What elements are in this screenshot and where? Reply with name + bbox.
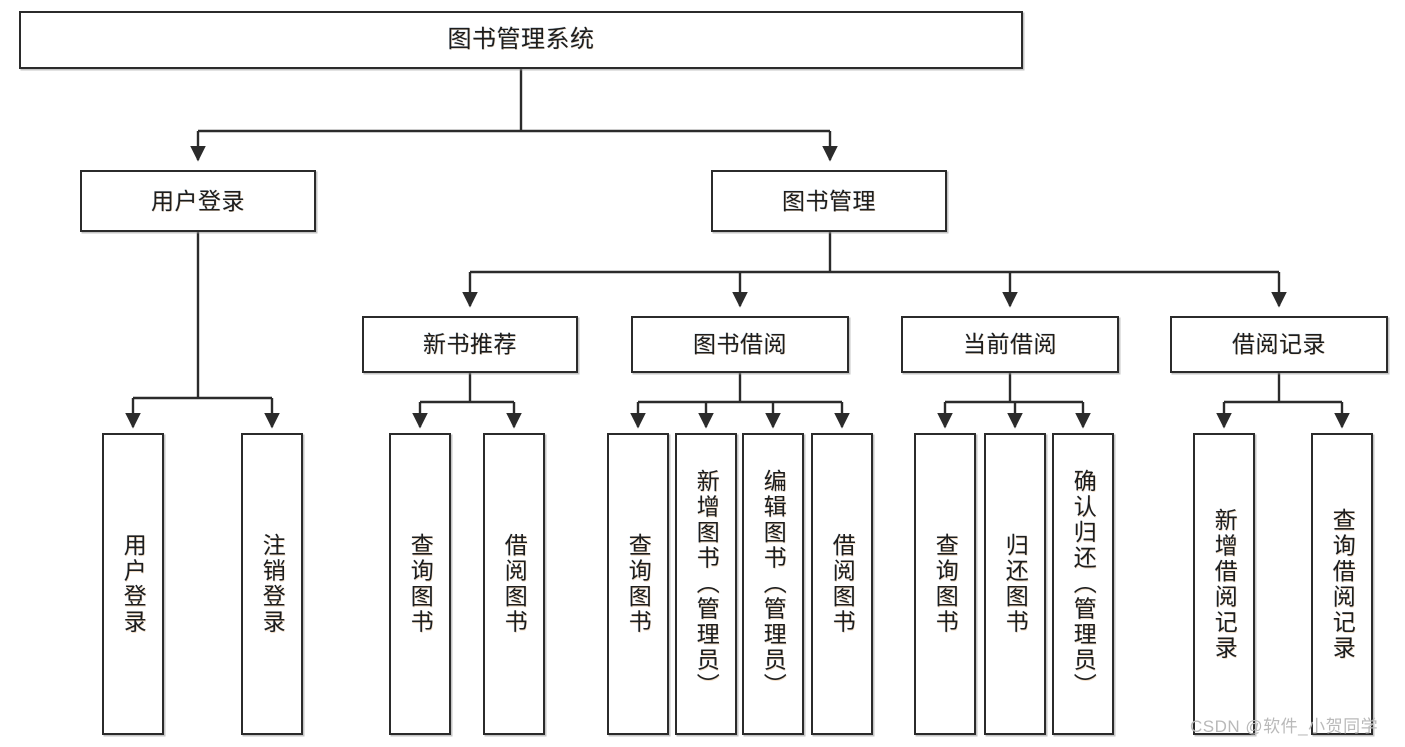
node-label: 借阅记录 bbox=[1232, 331, 1326, 358]
node-label: 查询图书 bbox=[625, 533, 652, 635]
node-book-management[interactable]: 图书管理 bbox=[711, 170, 947, 232]
node-label: 新书推荐 bbox=[423, 331, 517, 358]
node-label: 确认归还（管理员） bbox=[1070, 469, 1097, 699]
leaf-newbook-borrow-book[interactable]: 借阅图书 bbox=[483, 433, 545, 735]
node-label: 图书管理 bbox=[782, 187, 876, 214]
node-label: 图书借阅 bbox=[693, 331, 787, 358]
leaf-borrow-edit-book[interactable]: 编辑图书（管理员） bbox=[742, 433, 804, 735]
leaf-borrow-borrow-book[interactable]: 借阅图书 bbox=[811, 433, 873, 735]
node-user-login[interactable]: 用户登录 bbox=[80, 170, 316, 232]
node-label: 借阅图书 bbox=[829, 533, 856, 635]
node-label: 当前借阅 bbox=[963, 331, 1057, 358]
node-label: 查询图书 bbox=[407, 533, 434, 635]
leaf-current-return-book[interactable]: 归还图书 bbox=[984, 433, 1046, 735]
leaf-current-query-book[interactable]: 查询图书 bbox=[914, 433, 976, 735]
node-borrow-record[interactable]: 借阅记录 bbox=[1170, 316, 1388, 373]
node-label: 查询借阅记录 bbox=[1329, 507, 1356, 661]
node-label: 用户登录 bbox=[151, 187, 245, 214]
leaf-record-query-record[interactable]: 查询借阅记录 bbox=[1311, 433, 1373, 735]
leaf-current-confirm-return[interactable]: 确认归还（管理员） bbox=[1052, 433, 1114, 735]
node-label: 新增图书（管理员） bbox=[693, 469, 720, 699]
node-book-borrow[interactable]: 图书借阅 bbox=[631, 316, 849, 373]
node-label: 注销登录 bbox=[259, 533, 286, 635]
node-label: 用户登录 bbox=[120, 533, 147, 635]
leaf-record-add-record[interactable]: 新增借阅记录 bbox=[1193, 433, 1255, 735]
node-label: 查询图书 bbox=[932, 533, 959, 635]
node-new-book-recommend[interactable]: 新书推荐 bbox=[362, 316, 578, 373]
node-label: 归还图书 bbox=[1002, 533, 1029, 635]
node-current-borrow[interactable]: 当前借阅 bbox=[901, 316, 1119, 373]
leaf-borrow-query-book[interactable]: 查询图书 bbox=[607, 433, 669, 735]
leaf-user-login[interactable]: 用户登录 bbox=[102, 433, 164, 735]
node-label: 编辑图书（管理员） bbox=[760, 469, 787, 699]
watermark: CSDN @软件_小贺同学 bbox=[1190, 717, 1379, 736]
node-label: 图书管理系统 bbox=[447, 26, 595, 54]
leaf-newbook-query-book[interactable]: 查询图书 bbox=[389, 433, 451, 735]
node-root-system[interactable]: 图书管理系统 bbox=[19, 11, 1023, 69]
leaf-borrow-add-book[interactable]: 新增图书（管理员） bbox=[675, 433, 737, 735]
node-label: 新增借阅记录 bbox=[1211, 507, 1238, 661]
leaf-user-logout[interactable]: 注销登录 bbox=[241, 433, 303, 735]
node-label: 借阅图书 bbox=[501, 533, 528, 635]
